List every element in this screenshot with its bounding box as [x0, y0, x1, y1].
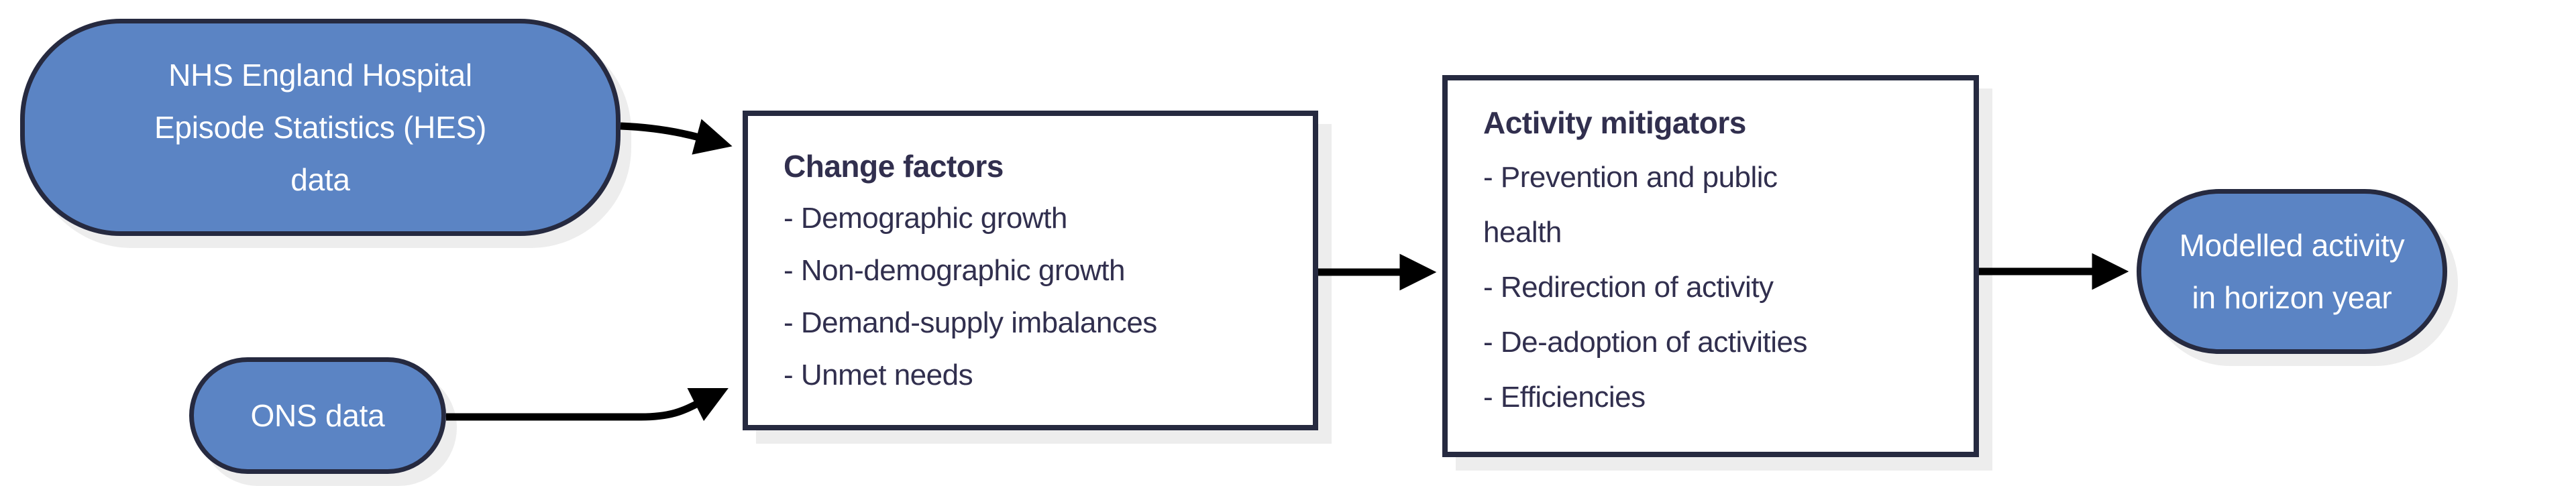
change-factors-item-unmet-needs: - Unmet needs [784, 359, 973, 391]
node-hes-data: NHS England Hospital Episode Statistics … [20, 19, 621, 236]
change-factors-item-non-demographic-growth: - Non-demographic growth [784, 254, 1125, 287]
change-factors-title: Change factors [784, 149, 1004, 184]
change-factors-item-demographic-growth: - Demographic growth [784, 202, 1067, 235]
activity-mitigators-item-efficiencies: - Efficiencies [1483, 381, 1646, 414]
node-modelled-activity: Modelled activity in horizon year [2137, 189, 2447, 354]
activity-mitigators-item-redirection-of-activity: - Redirection of activity [1483, 271, 1774, 304]
activity-mitigators-title: Activity mitigators [1483, 105, 1746, 140]
hes-data-label-line-3: data [290, 162, 350, 197]
modelled-activity-label-line-2: in horizon year [2192, 280, 2392, 315]
hes-data-label-line-2: Episode Statistics (HES) [154, 110, 487, 145]
arrow-ons-to-change-factors [446, 388, 729, 422]
hes-data-label-line-1: NHS England Hospital [168, 58, 472, 92]
activity-mitigators-item-de-adoption-of-activities: - De-adoption of activities [1483, 326, 1807, 359]
node-activity-mitigators: Activity mitigators - Prevention and pub… [1442, 75, 1979, 457]
arrow-hes-to-change-factors [620, 119, 733, 155]
modelled-activity-label-line-1: Modelled activity [2179, 228, 2405, 263]
node-ons-data: ONS data [189, 357, 446, 474]
activity-mitigators-item-prevention-public-health: - Prevention and public health [1483, 161, 1778, 249]
ons-data-label: ONS data [250, 398, 385, 433]
change-factors-item-demand-supply-imbalances: - Demand-supply imbalances [784, 306, 1157, 339]
node-change-factors: Change factors - Demographic growth - No… [743, 111, 1318, 430]
